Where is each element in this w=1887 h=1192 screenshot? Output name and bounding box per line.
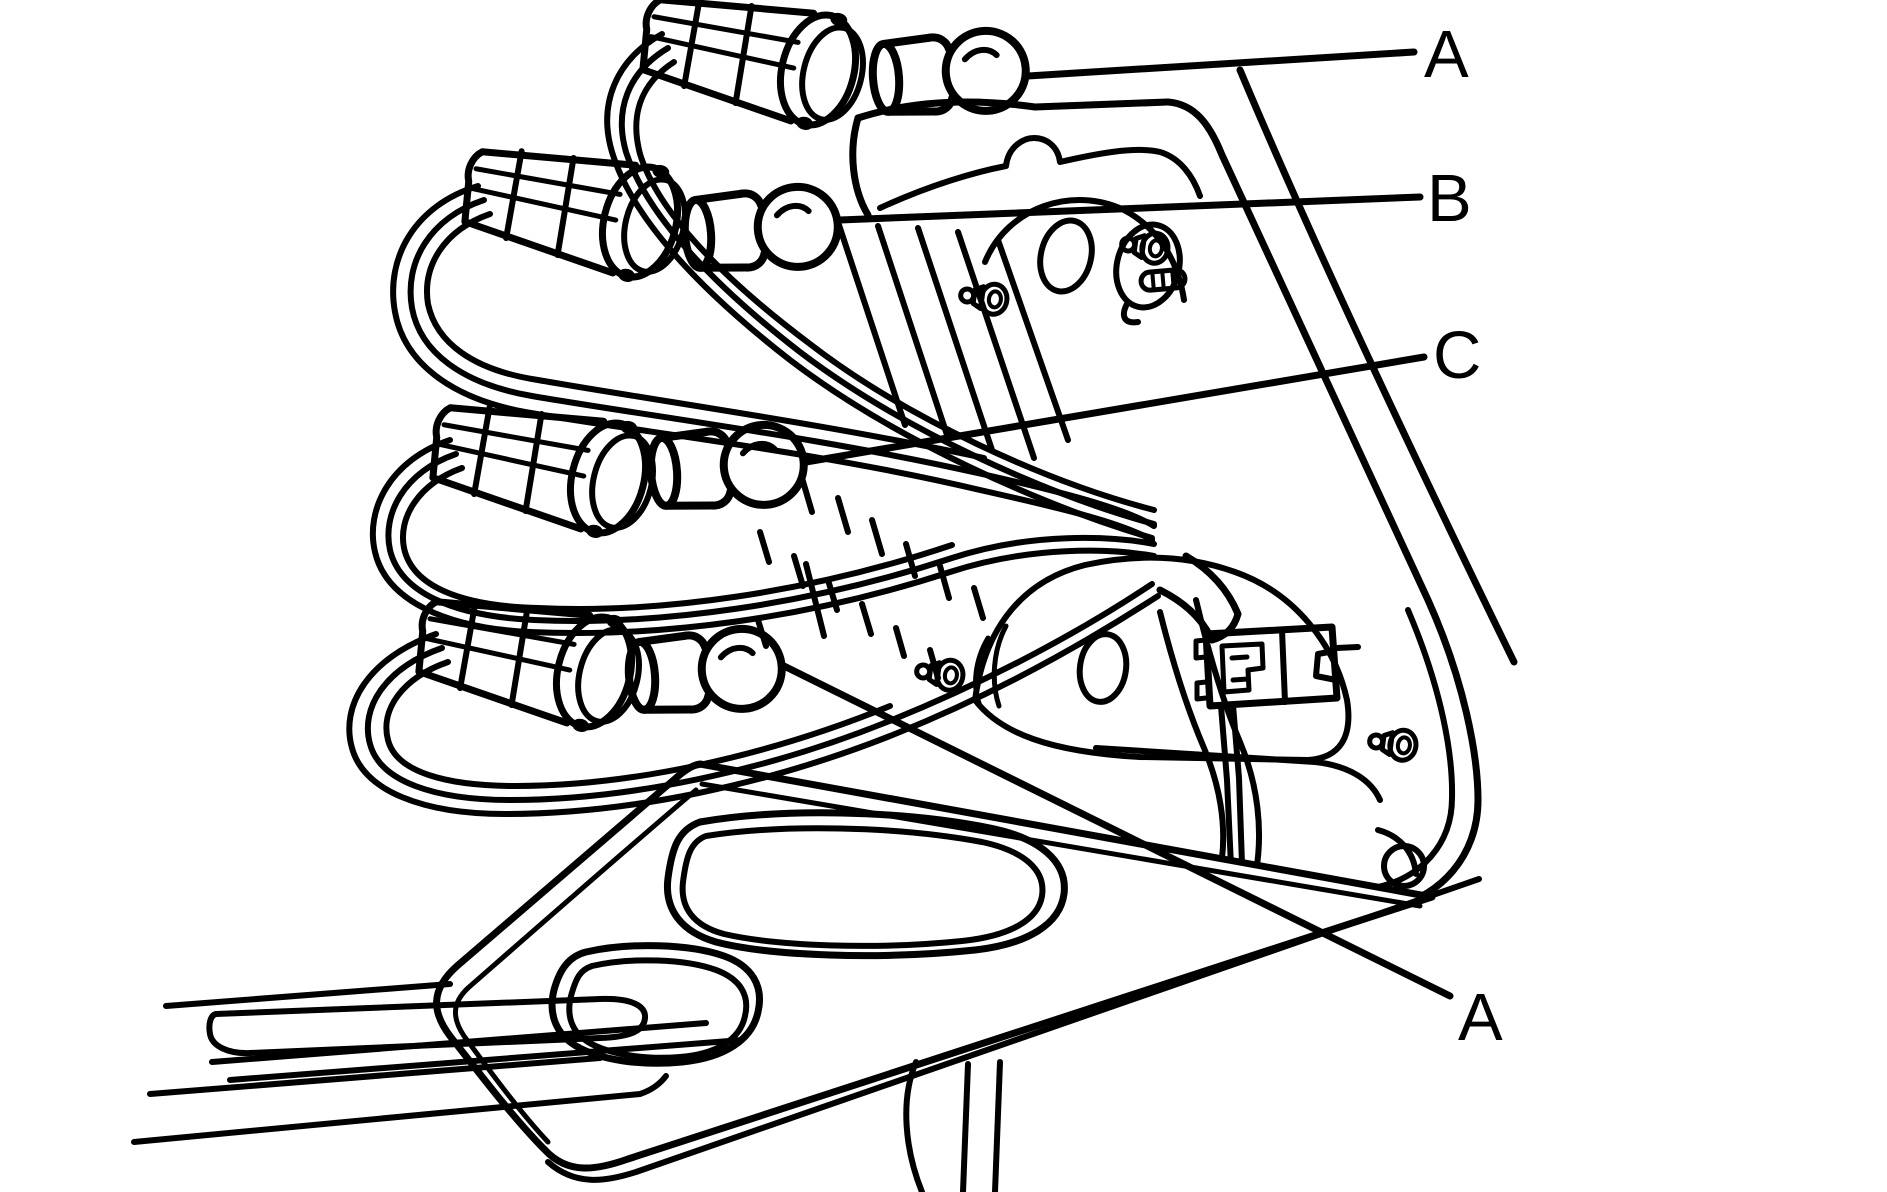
trim-panel bbox=[433, 760, 1482, 1183]
bulb-socket-3 bbox=[420, 378, 664, 545]
mounting-screw-icon bbox=[1368, 726, 1418, 762]
bulb-socket-4 bbox=[406, 572, 650, 739]
leader-a-top bbox=[1024, 48, 1418, 80]
callout-label-a-top: A bbox=[1424, 17, 1469, 92]
bulb-4 bbox=[626, 626, 784, 716]
callout-label-b: B bbox=[1427, 161, 1472, 236]
leader-b bbox=[836, 193, 1424, 224]
housing-hatching bbox=[755, 475, 986, 681]
bulb-socket-2 bbox=[452, 122, 696, 289]
callout-label-c: C bbox=[1433, 318, 1481, 393]
bulb-hole-slots bbox=[1037, 217, 1183, 326]
housing-lower-pocket bbox=[972, 554, 1383, 803]
bulb-2 bbox=[682, 184, 840, 274]
mounting-screw-icon bbox=[915, 656, 965, 692]
leader-c bbox=[802, 353, 1428, 466]
connector-drop-wire bbox=[1218, 702, 1245, 869]
panel-upper-pocket bbox=[663, 809, 1068, 960]
leader-a-bottom bbox=[780, 662, 1454, 1000]
bulb-1 bbox=[870, 28, 1028, 118]
below-panel-wires bbox=[903, 1059, 1003, 1192]
callout-leaders bbox=[780, 48, 1454, 1000]
rocker-panel-lines bbox=[131, 981, 745, 1145]
mounting-screw-icon bbox=[959, 280, 1009, 316]
inline-connector bbox=[1193, 623, 1361, 710]
body-panel-edge bbox=[1236, 66, 1518, 666]
housing-ribs bbox=[835, 219, 1071, 461]
callout-label-a-bottom: A bbox=[1458, 980, 1503, 1055]
